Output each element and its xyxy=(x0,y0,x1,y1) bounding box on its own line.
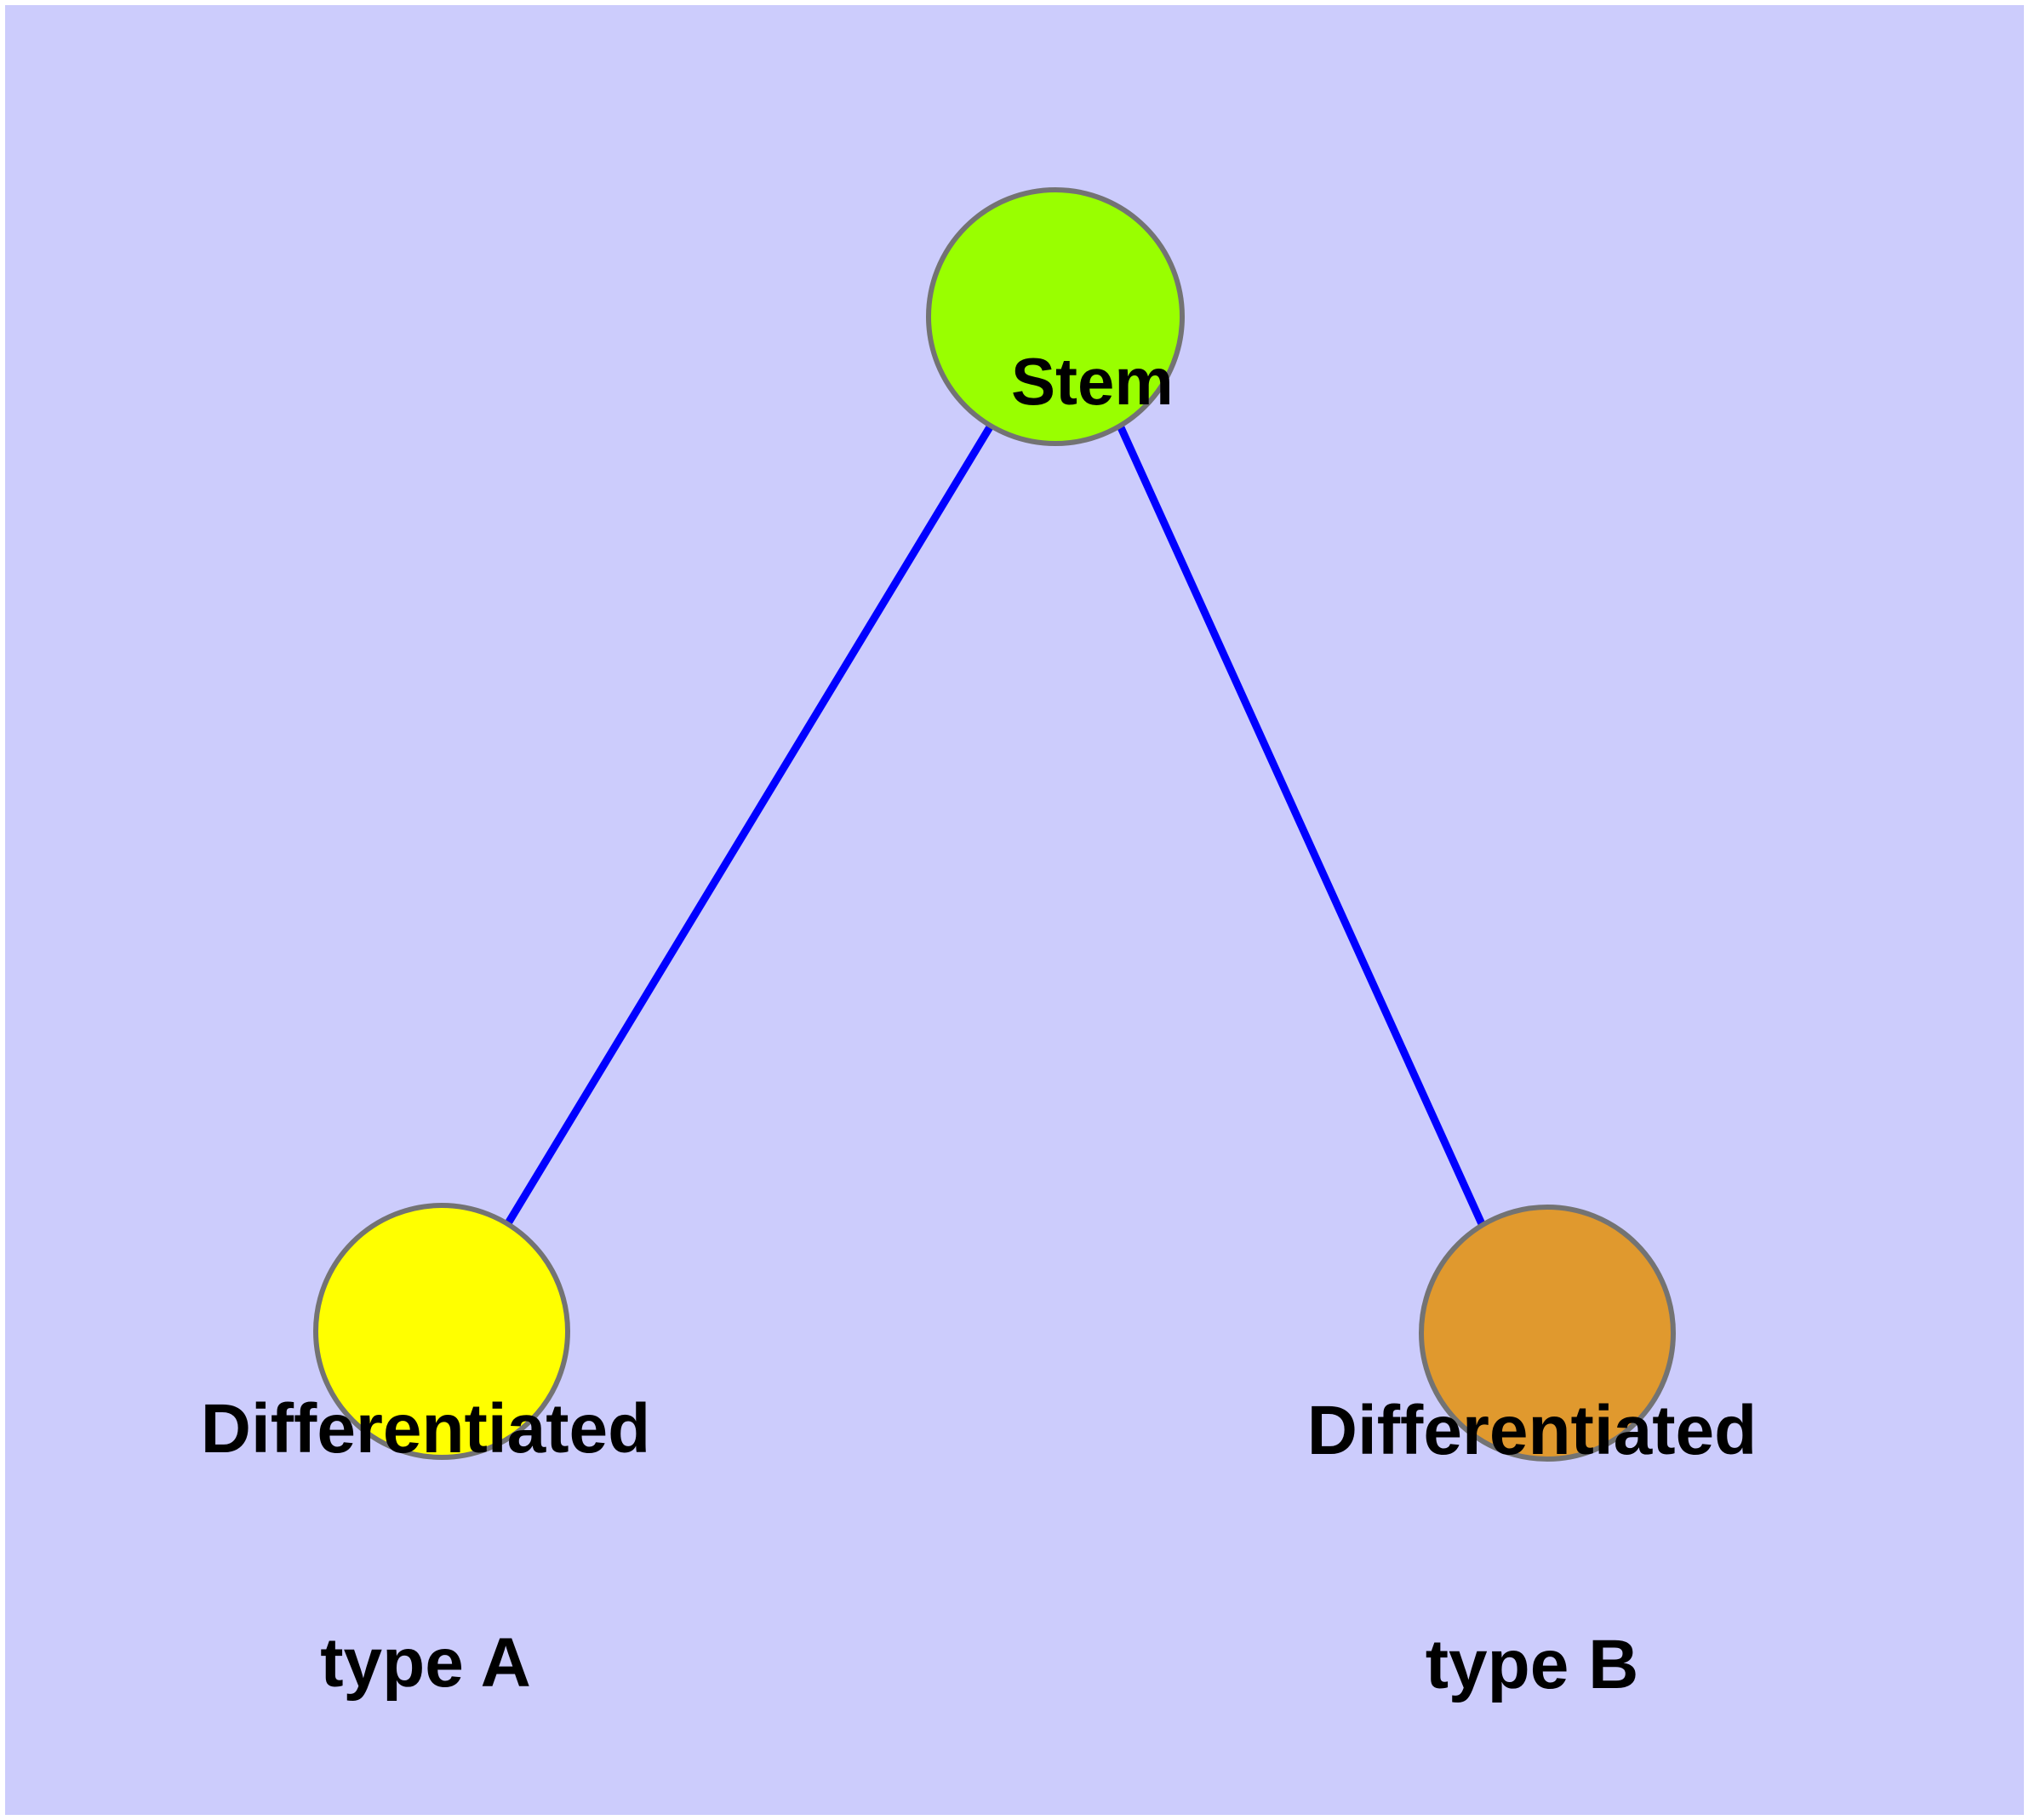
node-stem[interactable] xyxy=(926,187,1185,446)
edge-stem-to-differentiated-type-b[interactable] xyxy=(1116,424,1487,1228)
edge-stem-to-differentiated-type-a[interactable] xyxy=(505,423,994,1226)
edge-layer xyxy=(505,423,1487,1228)
node-differentiated-type-b[interactable] xyxy=(1419,1205,1676,1462)
node-layer xyxy=(313,187,1676,1462)
node-differentiated-type-a[interactable] xyxy=(313,1203,570,1460)
